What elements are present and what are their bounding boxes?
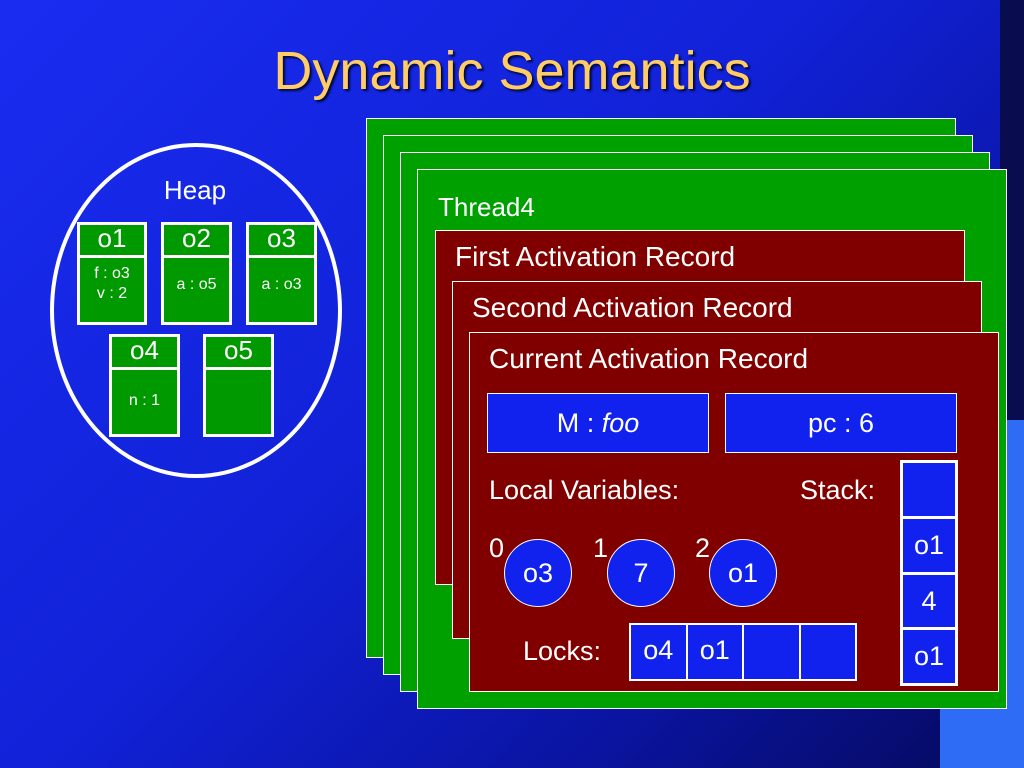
pc-value: pc : 6: [807, 408, 875, 438]
object-name: o3: [249, 225, 314, 258]
locks-row: o4 o1: [629, 623, 857, 681]
heap-label: Heap: [163, 175, 227, 205]
heap-ellipse: [50, 143, 342, 478]
object-field: a : o5: [176, 276, 217, 293]
local-index-2: 2: [695, 533, 711, 563]
object-fields: f : o3 v : 2: [80, 258, 144, 304]
first-record-label: First Activation Record: [455, 241, 736, 272]
stack-cell: o1: [903, 630, 955, 683]
stack-cell: 4: [903, 574, 955, 628]
current-record-label: Current Activation Record: [489, 343, 809, 374]
object-field: n : 1: [128, 392, 161, 409]
object-field: f : o3: [94, 265, 130, 282]
lock-cell: o1: [687, 625, 742, 679]
current-activation-record: Current Activation Record M : foo pc : 6…: [469, 332, 999, 692]
slide-title: Dynamic Semantics: [273, 41, 751, 101]
object-field: a : o3: [261, 276, 302, 293]
stack-cell: o1: [903, 518, 955, 572]
thread-label: Thread4: [438, 192, 535, 222]
local-variables-label: Local Variables:: [489, 475, 680, 505]
object-name: o4: [112, 337, 177, 370]
object-name: o2: [164, 225, 229, 258]
heap-object-o1: o1 f : o3 v : 2: [77, 222, 147, 325]
stack-label: Stack:: [800, 475, 876, 505]
local-index-0: 0: [489, 533, 505, 563]
pc-box: pc : 6: [725, 393, 957, 453]
lock-cell: [800, 625, 855, 679]
stack-cell: [903, 463, 955, 516]
heap-object-o4: o4 n : 1: [109, 334, 180, 437]
local-value-2: o1: [709, 539, 777, 607]
object-field: v : 2: [96, 285, 128, 302]
heap-object-o3: o3 a : o3: [246, 222, 317, 325]
object-name: o1: [80, 225, 144, 258]
heap-object-o5: o5: [203, 334, 274, 437]
method-name: foo: [601, 408, 640, 438]
lock-cell: o4: [631, 625, 686, 679]
locks-label: Locks:: [523, 636, 602, 666]
operand-stack: o1 4 o1: [900, 460, 958, 686]
second-record-label: Second Activation Record: [472, 292, 793, 323]
local-index-1: 1: [593, 533, 609, 563]
local-value-0: o3: [504, 539, 572, 607]
lock-cell: [744, 625, 799, 679]
local-value-1: 7: [607, 539, 675, 607]
object-name: o5: [206, 337, 271, 370]
method-prefix: M :: [556, 408, 602, 438]
method-box: M : foo: [487, 393, 709, 453]
heap-object-o2: o2 a : o5: [161, 222, 232, 325]
